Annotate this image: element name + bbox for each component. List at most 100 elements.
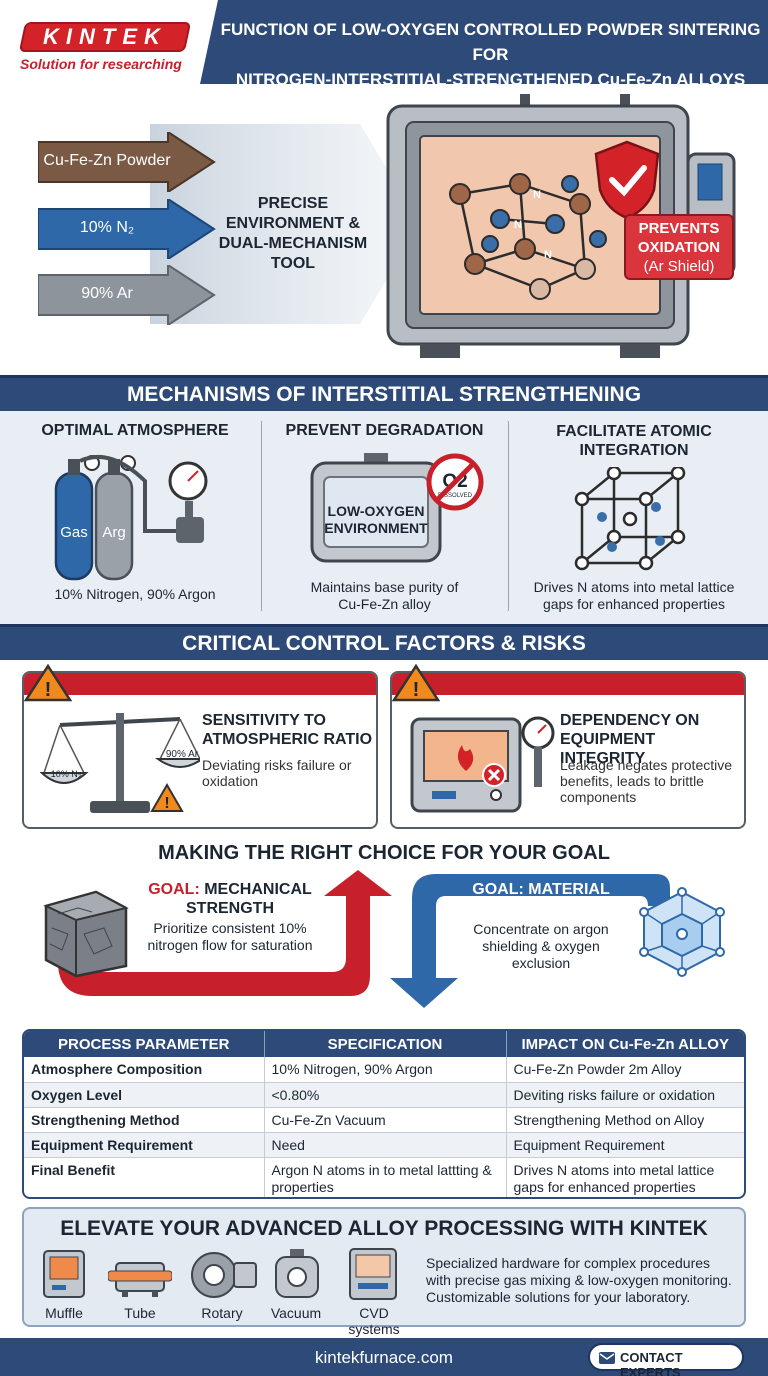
mech-col3-caption: Drives N atoms into metal lattice gaps f… bbox=[533, 579, 735, 612]
oxidation-shield-badge: PREVENTS OXIDATION (Ar Shield) bbox=[624, 214, 734, 280]
brand-logo-text: KINTEK bbox=[43, 24, 167, 49]
mech-col1-caption: 10% Nitrogen, 90% Argon bbox=[54, 586, 216, 602]
muffle-furnace-icon bbox=[43, 1250, 85, 1298]
table-row: Strengthening Method Cu-Fe-Zn Vacuum Str… bbox=[24, 1107, 744, 1133]
gas-cylinders-icon: Gas Arg bbox=[54, 455, 208, 581]
table-cell: Deviting risks failure or oxidation bbox=[506, 1082, 744, 1108]
warning-icon: ! bbox=[150, 783, 184, 812]
card-accent bbox=[24, 673, 376, 695]
table-cell: Equipment Requirement bbox=[24, 1132, 265, 1158]
table-cell: <0.80% bbox=[264, 1082, 507, 1108]
mech-col1-title: OPTIMAL ATMOSPHERE bbox=[41, 422, 229, 439]
cvd-system-icon bbox=[349, 1248, 397, 1300]
card-accent bbox=[392, 673, 744, 695]
mech-col3-title: FACILITATE ATOMIC INTEGRATION bbox=[556, 423, 712, 459]
risk-ratio-title: SENSITIVITY TO ATMOSPHERIC RATIO bbox=[202, 712, 373, 748]
risk-card-equipment: DEPENDENCY ON EQUIPMENT INTEGRITY Leakag… bbox=[390, 671, 746, 829]
mech-col2-title: PREVENT DEGRADATION bbox=[285, 422, 484, 439]
header: KINTEK Solution for researching FUNCTION… bbox=[0, 0, 768, 89]
header-title: FUNCTION OF LOW-OXYGEN CONTROLLED POWDER… bbox=[220, 20, 761, 89]
funnel-shape bbox=[150, 124, 420, 324]
logo-area: KINTEK Solution for researching bbox=[0, 0, 208, 84]
pan-right-label: 90% Ar bbox=[165, 749, 199, 760]
risk-equipment-title: DEPENDENCY ON EQUIPMENT INTEGRITY bbox=[560, 712, 700, 767]
svg-text:N: N bbox=[533, 189, 541, 201]
header-banner-shape bbox=[200, 0, 768, 84]
pan-left-label: 10% N₂ bbox=[50, 769, 82, 779]
footer: kintekfurnace.com CONTACT EXPERTS bbox=[0, 1338, 768, 1376]
vacuum-furnace-icon bbox=[275, 1249, 319, 1298]
cta-panel: ELEVATE YOUR ADVANCED ALLOY PROCESSING W… bbox=[22, 1207, 746, 1337]
contact-experts-label: CONTACT EXPERTS bbox=[620, 1350, 683, 1376]
svg-text:N: N bbox=[514, 219, 522, 231]
center-label: PRECISE ENVIRONMENT & DUAL-MECHANISM TOO… bbox=[218, 195, 368, 272]
risks-header: CRITICAL CONTROL FACTORS & RISKS bbox=[0, 624, 768, 660]
cta-title: ELEVATE YOUR ADVANCED ALLOY PROCESSING W… bbox=[60, 1217, 708, 1240]
svg-text:Arg: Arg bbox=[102, 524, 125, 541]
product-tube[interactable]: Tube bbox=[124, 1305, 156, 1321]
svg-text:!: ! bbox=[164, 795, 169, 812]
table-cell: Cu-Fe-Zn Vacuum bbox=[264, 1107, 507, 1133]
goal-purity: GOAL: MATERIAL PURITY Concentrate on arg… bbox=[472, 881, 610, 971]
mechanisms-header: MECHANISMS OF INTERSTITIAL STRENGTHENING bbox=[0, 375, 768, 411]
parameter-table: PROCESS PARAMETER SPECIFICATION IMPACT O… bbox=[22, 1029, 746, 1199]
table-cell: Atmosphere Composition bbox=[24, 1057, 265, 1083]
risk-card-ratio: 10% N₂ 90% Ar ! SENSITIVITY TO ATMOSPHER… bbox=[22, 671, 378, 829]
product-cvd[interactable]: CVD systems bbox=[348, 1305, 400, 1337]
mechanisms-panel: OPTIMAL ATMOSPHERE Gas Arg 10% Nitrogen,… bbox=[0, 411, 768, 624]
brand-tagline: Solution for researching bbox=[20, 56, 182, 72]
svg-text:!: ! bbox=[45, 679, 52, 701]
svg-text:DISSOLVED: DISSOLVED bbox=[438, 493, 473, 499]
risk-equipment-desc: Leakage negates protective benefits, lea… bbox=[560, 757, 733, 805]
table-row: Atmosphere Composition 10% Nitrogen, 90%… bbox=[24, 1057, 744, 1083]
table-cell: Strengthening Method bbox=[24, 1107, 265, 1133]
table-row: Equipment Requirement Need Equipment Req… bbox=[24, 1132, 744, 1158]
tube-furnace-icon bbox=[108, 1262, 172, 1297]
col-divider bbox=[508, 421, 509, 611]
table-row: Oxygen Level <0.80% Deviting risks failu… bbox=[24, 1082, 744, 1108]
table-cell: Final Benefit bbox=[24, 1157, 265, 1197]
lattice-cube-icon bbox=[574, 467, 686, 571]
table-cell: 10% Nitrogen, 90% Argon bbox=[264, 1057, 507, 1083]
arrow-powder bbox=[38, 132, 216, 192]
table-cell: Cu-Fe-Zn Powder 2m Alloy bbox=[506, 1057, 744, 1083]
cta-description: Specialized hardware for complex procedu… bbox=[426, 1255, 732, 1305]
mail-icon bbox=[599, 1352, 615, 1364]
table-header: PROCESS PARAMETER bbox=[24, 1031, 265, 1057]
brand-logo[interactable]: KINTEK bbox=[18, 22, 192, 52]
rotary-furnace-icon bbox=[191, 1252, 257, 1298]
product-vacuum[interactable]: Vacuum bbox=[270, 1305, 322, 1321]
leaking-furnace-icon bbox=[410, 716, 555, 813]
product-muffle[interactable]: Muffle bbox=[45, 1305, 83, 1321]
chamber-label: LOW-OXYGEN ENVIRONMENT bbox=[324, 503, 428, 536]
goal-strength: GOAL: MECHANICAL STRENGTH Prioritize con… bbox=[147, 881, 313, 953]
input-argon-label: 90% Ar bbox=[81, 285, 133, 302]
hero: Cu-Fe-Zn Powder 10% N₂ 90% Ar PRECISE EN… bbox=[0, 84, 768, 375]
table-cell: Need bbox=[264, 1132, 507, 1158]
table-header: IMPACT ON Cu-Fe-Zn ALLOY bbox=[506, 1031, 744, 1057]
table-cell: Equipment Requirement bbox=[506, 1132, 744, 1158]
svg-text:!: ! bbox=[413, 679, 420, 701]
crystal-lattice-icon bbox=[639, 887, 725, 977]
footer-url[interactable]: kintekfurnace.com bbox=[315, 1348, 453, 1367]
table-header: SPECIFICATION bbox=[264, 1031, 507, 1057]
contact-experts-button[interactable]: CONTACT EXPERTS bbox=[588, 1343, 744, 1376]
mech-col2-caption: Maintains base purity of Cu-Fe-Zn alloy bbox=[310, 579, 459, 612]
input-nitrogen-label: 10% N₂ bbox=[79, 219, 135, 236]
choice-arrows bbox=[58, 870, 670, 1008]
table-cell: Oxygen Level bbox=[24, 1082, 265, 1108]
warning-icon: ! bbox=[24, 664, 72, 702]
product-rotary[interactable]: Rotary bbox=[201, 1305, 243, 1321]
table-cell: Argon N atoms in to metal lattting & pro… bbox=[264, 1157, 507, 1197]
no-oxygen-icon: O2 DISSOLVED bbox=[426, 453, 484, 511]
warning-icon: ! bbox=[392, 664, 440, 702]
shield-check-icon bbox=[594, 140, 660, 220]
svg-text:Gas: Gas bbox=[60, 524, 88, 541]
cube-texture-icon bbox=[43, 890, 129, 978]
choice-title: MAKING THE RIGHT CHOICE FOR YOUR GOAL bbox=[158, 842, 610, 864]
chamber-icon bbox=[310, 453, 442, 563]
scale-icon bbox=[40, 713, 200, 813]
table-row: Final Benefit Argon N atoms in to metal … bbox=[24, 1157, 744, 1197]
input-powder-label: Cu-Fe-Zn Powder bbox=[43, 152, 171, 169]
risk-ratio-desc: Deviating risks failure or oxidation bbox=[202, 757, 352, 789]
